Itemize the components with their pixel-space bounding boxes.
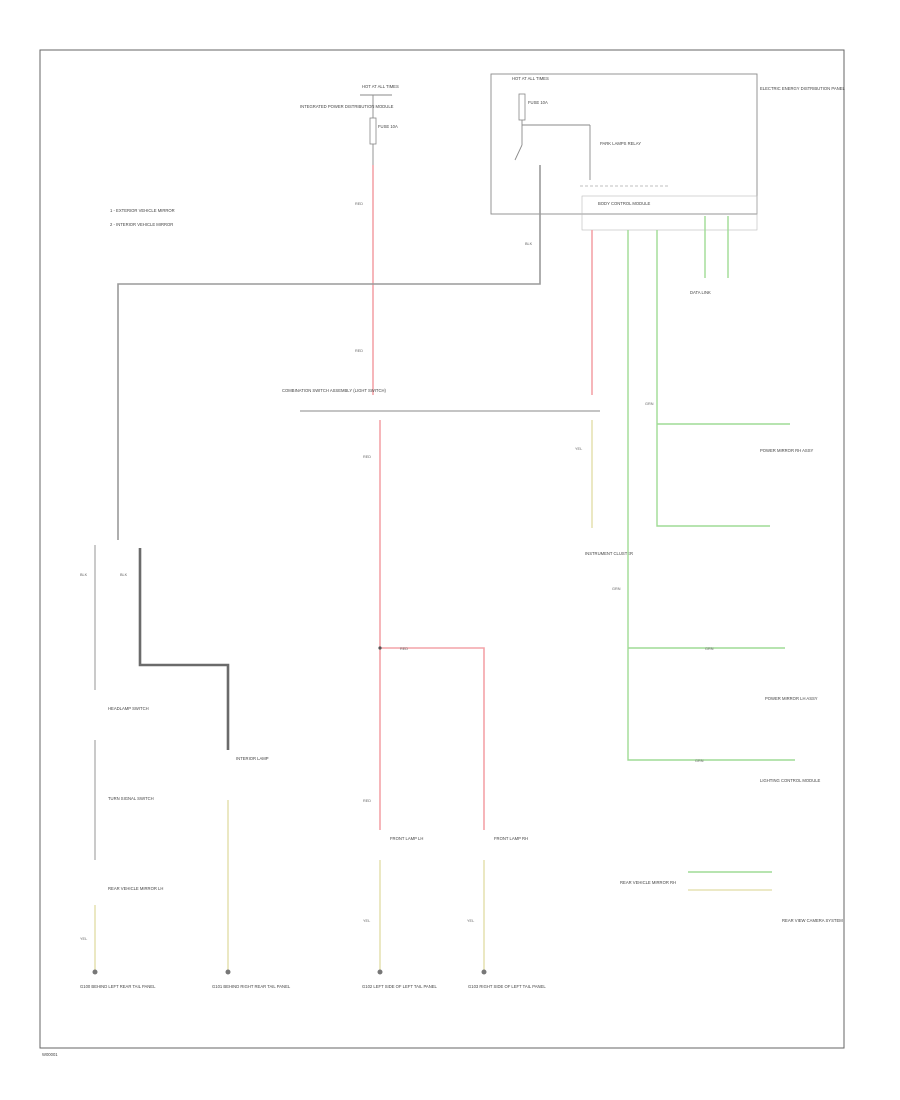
wire-grn-1-label: GRN (612, 587, 621, 591)
bcm-label: BODY CONTROL MODULE (598, 201, 651, 206)
front-lamp-rh-label: FRONT LAMP RH (494, 836, 528, 841)
legend: 1 - EXTERIOR VEHICLE MIRROR 2 - INTERIOR… (110, 208, 175, 227)
wire-red-3-label: RED (363, 455, 371, 459)
fuse-left-title: HOT AT ALL TIMES (362, 84, 399, 89)
wire-yel-1-label: YEL (575, 447, 582, 451)
wire-red-branch (380, 647, 485, 830)
wire-green-1 (627, 230, 795, 761)
wire-blk-2-label: BLK (80, 573, 88, 577)
legend-item-2: 2 - INTERIOR VEHICLE MIRROR (110, 222, 173, 227)
view-control-label: REAR VIEW CAMERA SYSTEM (782, 918, 843, 923)
ground-g2: G101 BEHIND RIGHT REAR TAIL PANEL (212, 969, 291, 989)
fuse-block-right: HOT AT ALL TIMES ELECTRIC ENERGY DISTRIB… (490, 73, 845, 215)
ground-g1: G100 BEHIND LEFT REAR TAIL PANEL (80, 969, 156, 989)
ground-g3: G102 LEFT SIDE OF LEFT TAIL PANEL (362, 969, 438, 989)
wire-green-2 (656, 230, 770, 527)
wire-blk-3-label: BLK (120, 573, 128, 577)
wire-blk-1-label: BLK (525, 242, 533, 246)
diagram-border (39, 49, 845, 1049)
mirror-right-label: POWER MIRROR LH ASSY (765, 696, 818, 701)
ground-g4-label: G103 RIGHT SIDE OF LEFT TAIL PANEL (468, 984, 546, 989)
footer-code: W00001 (42, 1052, 58, 1057)
headlamp-switch-label: HEADLAMP SWITCH (108, 706, 149, 711)
ground-g1-label: G100 BEHIND LEFT REAR TAIL PANEL (80, 984, 156, 989)
cluster-label: INSTRUMENT CLUSTER (585, 551, 633, 556)
legend-item-1: 1 - EXTERIOR VEHICLE MIRROR (110, 208, 175, 213)
data-link-label: DATA LINK (690, 290, 711, 295)
relay-desc: PARK LAMPS RELAY (600, 141, 641, 146)
combination-switch-label: COMBINATION SWITCH ASSEMBLY (LIGHT SWITC… (282, 388, 387, 393)
wire-yel-3-label: YEL (363, 919, 370, 923)
front-lamp-lh-label: FRONT LAMP LH (390, 836, 423, 841)
wire-gray-main (117, 165, 541, 540)
wire-yel-2-label: YEL (80, 937, 87, 941)
wire-dark-harness (138, 548, 230, 750)
fuse-right-symbol (518, 93, 526, 121)
wire-red-1-label: RED (355, 202, 363, 206)
fuse-right-label: FUSE 10A (528, 100, 548, 105)
wire-grn-4-label: GRN (695, 759, 704, 763)
fuse-left-label: FUSE 10A (378, 124, 398, 129)
wire-grn-2-label: GRN (645, 402, 654, 406)
wire-yel-4-label: YEL (467, 919, 474, 923)
fuse-block-left: HOT AT ALL TIMES INTEGRATED POWER DISTRI… (300, 84, 399, 165)
fuse-right-title: HOT AT ALL TIMES (512, 76, 549, 81)
ground-g4: G103 RIGHT SIDE OF LEFT TAIL PANEL (468, 969, 546, 989)
fuse-left-desc: INTEGRATED POWER DISTRIBUTION MODULE (300, 104, 394, 109)
wire-red-4-label: RED (400, 647, 408, 651)
control-module-label: LIGHTING CONTROL MODULE (760, 778, 821, 783)
mirror-left-label: POWER MIRROR RH ASSY (760, 448, 813, 453)
fuse-right-desc: ELECTRIC ENERGY DISTRIBUTION PANEL (760, 86, 845, 91)
rear-lamp-rh-label: REAR VEHICLE MIRROR RH (620, 880, 676, 885)
rear-lamp-lh-label: REAR VEHICLE MIRROR LH (108, 886, 163, 891)
bcm-connector: BODY CONTROL MODULE DATA LINK (581, 195, 758, 295)
wire-red-5-label: RED (363, 799, 371, 803)
turn-signal-switch-label: TURN SIGNAL SWITCH (108, 796, 154, 801)
fuse-left-symbol (369, 117, 377, 145)
wire-grn-3-label: GRN (705, 647, 714, 651)
ground-g2-label: G101 BEHIND RIGHT REAR TAIL PANEL (212, 984, 291, 989)
ground-g3-label: G102 LEFT SIDE OF LEFT TAIL PANEL (362, 984, 438, 989)
interior-lamp-label: INTERIOR LAMP (236, 756, 269, 761)
wire-red-2-label: RED (355, 349, 363, 353)
